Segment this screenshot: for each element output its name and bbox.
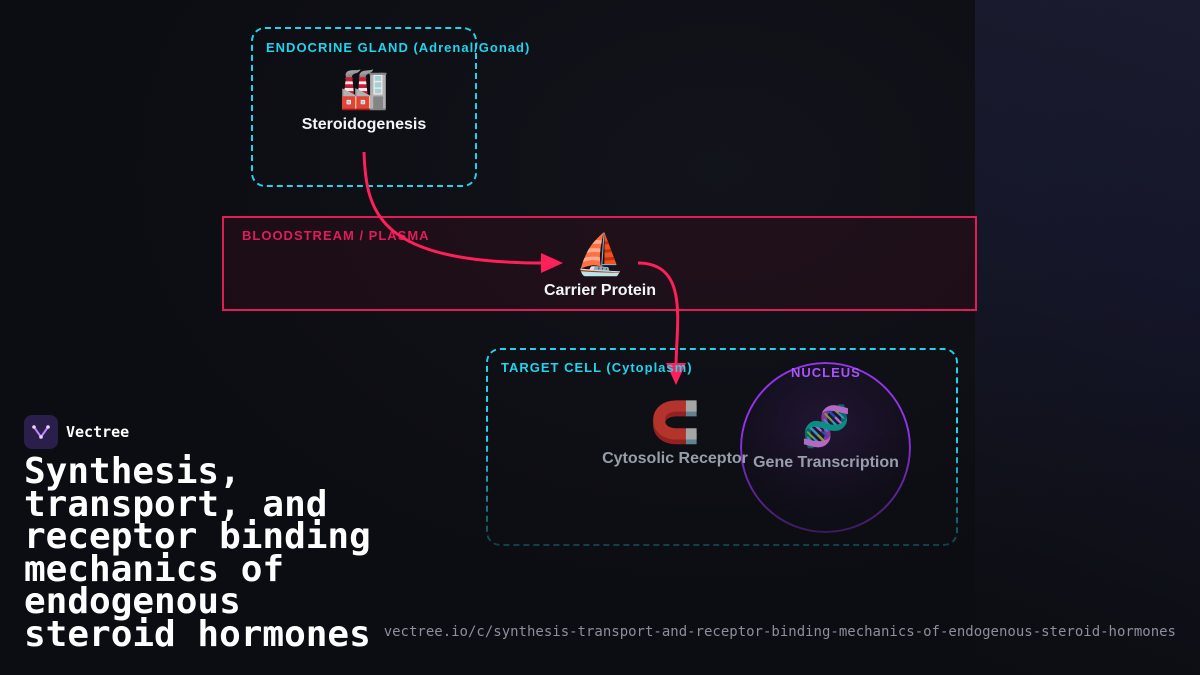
dna-icon: 🧬 bbox=[801, 405, 851, 449]
node-carrier-protein: ⛵ Carrier Protein bbox=[500, 232, 700, 300]
page-title: Synthesis, transport, and receptor bindi… bbox=[24, 451, 371, 655]
endocrine-gland-label: ENDOCRINE GLAND (Adrenal/Gonad) bbox=[266, 40, 531, 55]
arrow-carrier-to-receptor bbox=[637, 261, 687, 385]
node-carrier-protein-label: Carrier Protein bbox=[543, 282, 657, 299]
page-url[interactable]: vectree.io/c/synthesis-transport-and-rec… bbox=[383, 624, 1176, 640]
node-gene-transcription-label: Gene Transcription bbox=[753, 454, 899, 471]
target-cell-label: TARGET CELL (Cytoplasm) bbox=[501, 360, 693, 375]
background-glow bbox=[975, 0, 1200, 675]
brand: Vectree bbox=[24, 415, 129, 449]
bloodstream-label: BLOODSTREAM / PLASMA bbox=[242, 228, 430, 243]
node-gene-transcription: 🧬 Gene Transcription bbox=[726, 404, 926, 472]
magnet-icon: 🧲 bbox=[650, 401, 700, 445]
nucleus-label: NUCLEUS bbox=[791, 365, 861, 380]
nucleus-region bbox=[740, 362, 911, 533]
node-steroidogenesis: 🏭 Steroidogenesis bbox=[264, 66, 464, 134]
vectree-logo-icon bbox=[24, 415, 58, 449]
target-cell-region bbox=[486, 348, 958, 546]
node-cytosolic-receptor: 🧲 Cytosolic Receptor bbox=[575, 400, 775, 468]
arrow-gland-to-carrier bbox=[362, 151, 563, 273]
node-steroidogenesis-label: Steroidogenesis bbox=[301, 116, 427, 133]
factory-icon: 🏭 bbox=[339, 67, 389, 111]
brand-name: Vectree bbox=[66, 423, 130, 441]
bloodstream-region bbox=[222, 216, 977, 311]
sailboat-icon: ⛵ bbox=[575, 233, 625, 277]
endocrine-gland-region bbox=[251, 27, 477, 187]
node-cytosolic-receptor-label: Cytosolic Receptor bbox=[602, 450, 748, 467]
